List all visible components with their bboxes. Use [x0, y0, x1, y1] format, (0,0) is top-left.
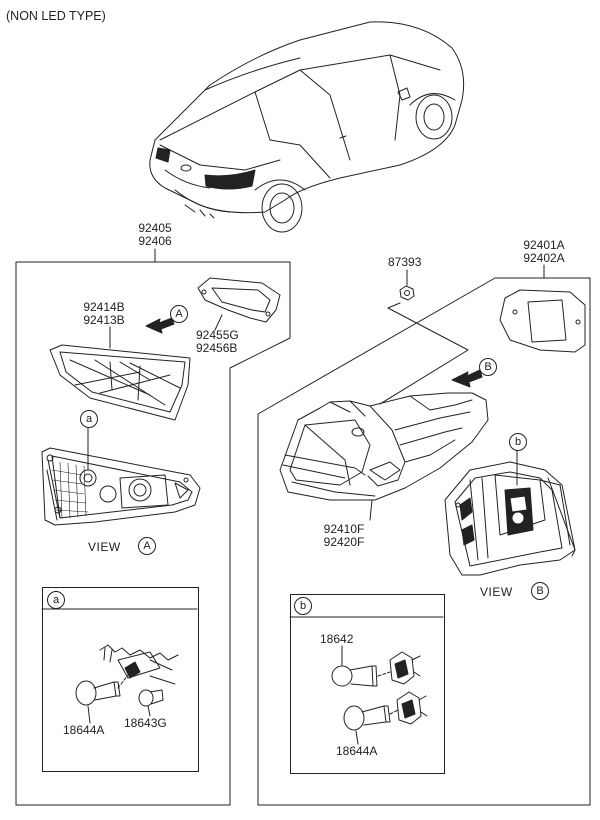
right-assembly-boundary [257, 277, 591, 806]
detail-a-tag: a [47, 591, 65, 609]
right-assembly-part-numbers: 92401A 92402A [516, 239, 572, 265]
part-number-18643G: 18643G [124, 716, 167, 730]
callout-b: b [509, 433, 527, 451]
inner-lamp-part-numbers: 92414B 92413B [76, 301, 132, 327]
outer-lamp-part-numbers: 92410F 92420F [316, 523, 372, 549]
part-number-92406: 92406 [138, 234, 172, 248]
socket-b-top [389, 651, 421, 685]
bulb-18642-dash [377, 671, 391, 677]
view-b-label: VIEW [480, 585, 513, 599]
detail-a-box [42, 587, 199, 772]
view-a-ref: A [138, 537, 156, 555]
bulb-18643G-leader [147, 705, 151, 717]
view-b-ref: B [531, 582, 549, 600]
bulb-18644A-leader [87, 705, 91, 724]
view-b-arrow-ref: B [479, 358, 497, 376]
socket-b-bottom [396, 691, 428, 725]
view-a-label: VIEW [88, 540, 121, 554]
view-b-arrow [451, 369, 483, 388]
left-assembly-boundary [15, 261, 291, 806]
bulb-a-dash [117, 674, 129, 689]
part-number-92414B: 92414B [83, 300, 125, 314]
view-a-arrow-ref: A [170, 305, 188, 323]
part-number-92413B: 92413B [83, 313, 125, 327]
bulb-18643G-link [149, 675, 176, 685]
part-number-92402A: 92402A [523, 251, 565, 265]
callout-a: a [80, 410, 98, 428]
car-illustration [149, 21, 465, 233]
inner-lamp-92414B [49, 344, 191, 421]
detail-b-tag: b [294, 597, 312, 615]
bulb-18643G [138, 689, 164, 707]
part-number-92401A: 92401A [523, 238, 565, 252]
detail-b-box [290, 594, 445, 774]
left-assembly-part-numbers: 92405 92406 [132, 222, 178, 248]
type-note: (NON LED TYPE) [6, 9, 106, 23]
part-number-92455G: 92455G [196, 328, 239, 342]
bulb-18642 [331, 665, 378, 687]
view-a-drawing [41, 447, 201, 526]
bulb-18644A-a [75, 680, 121, 706]
part-number-87393: 87393 [388, 255, 422, 269]
part-number-92456B: 92456B [196, 341, 238, 355]
gasket-92455G [197, 277, 281, 323]
gasket-part-numbers: 92455G 92456B [196, 329, 239, 355]
gasket-leader [214, 314, 223, 331]
view-b-drawing [444, 461, 576, 576]
gasket-92401A [499, 289, 586, 353]
view-a-arrow [145, 317, 175, 334]
outer-lamp-92410F [279, 392, 489, 501]
nut-to-lamp-leader [379, 302, 469, 405]
bulb-18644A-b [343, 705, 391, 731]
part-number-92410F: 92410F [323, 522, 365, 536]
nut-87393 [399, 285, 415, 301]
part-number-92405: 92405 [138, 221, 172, 235]
outer-lamp-leader [369, 499, 373, 521]
part-number-18644A-a: 18644A [63, 723, 105, 737]
part-number-92420F: 92420F [323, 535, 365, 549]
part-number-18642: 18642 [320, 632, 354, 646]
bulb-b-dash [389, 709, 399, 715]
bulb-18644A-b-leader [355, 730, 359, 745]
part-number-18644A-b: 18644A [336, 744, 378, 758]
